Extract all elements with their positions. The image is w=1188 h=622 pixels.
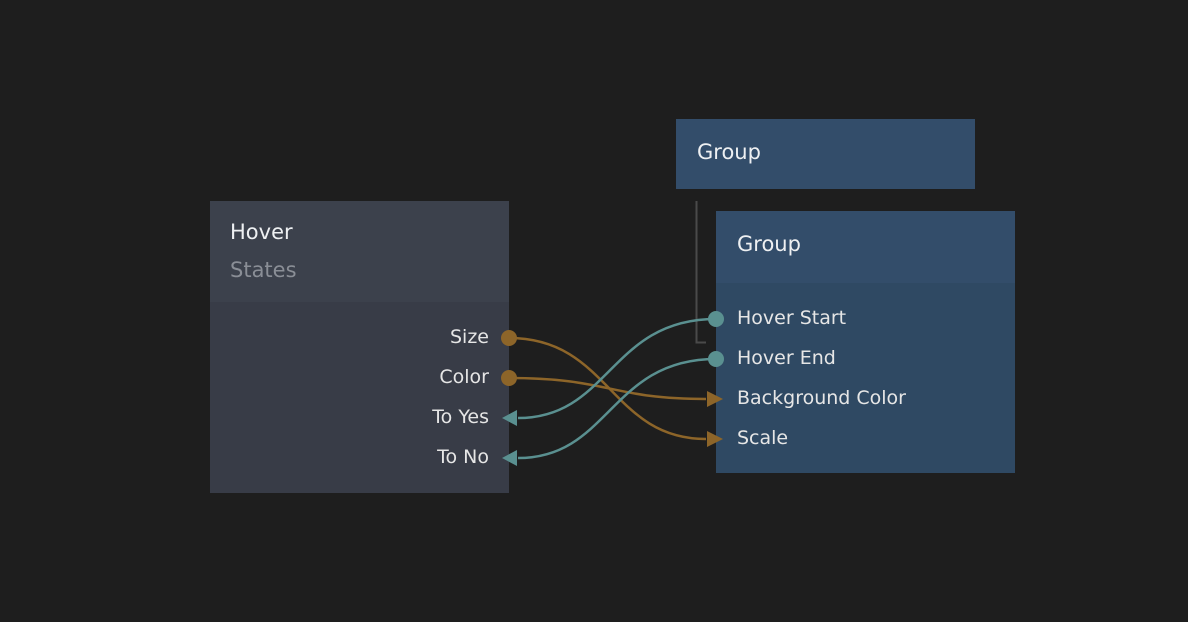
color-port-dot[interactable] [501, 370, 517, 386]
to-yes-arrow-icon[interactable] [502, 410, 517, 426]
port-background-color[interactable]: Background Color [737, 387, 906, 409]
hover-node-title: Hover [230, 220, 293, 244]
hover-end-port-dot[interactable] [708, 351, 724, 367]
hover-node[interactable]: Hover States Size Color To Yes To No [210, 201, 509, 493]
scale-arrow-icon[interactable] [707, 431, 723, 447]
hover-start-port-dot[interactable] [708, 311, 724, 327]
port-hover-start[interactable]: Hover Start [737, 307, 847, 329]
hover-node-subtitle: States [230, 258, 297, 282]
group-parent-title: Group [697, 140, 761, 164]
group-child-header[interactable] [716, 211, 1015, 283]
port-size[interactable]: Size [449, 326, 489, 348]
port-to-no[interactable]: To No [437, 446, 489, 468]
background-color-arrow-icon[interactable] [707, 391, 723, 407]
size-port-dot[interactable] [501, 330, 517, 346]
port-hover-end[interactable]: Hover End [737, 347, 836, 369]
port-to-yes[interactable]: To Yes [432, 406, 489, 428]
hierarchy-bracket [695, 201, 706, 344]
connection-hover-end-to-no[interactable] [517, 357, 717, 460]
group-parent-node[interactable]: Group [676, 119, 975, 189]
port-color[interactable]: Color [439, 366, 489, 388]
group-child-title: Group [737, 232, 801, 256]
to-no-arrow-icon[interactable] [502, 450, 517, 466]
connection-hover-start-to-yes[interactable] [517, 317, 717, 420]
connection-color-to-background-color[interactable] [508, 376, 707, 401]
hover-node-header[interactable] [210, 201, 509, 302]
port-scale[interactable]: Scale [737, 427, 789, 449]
group-child-node[interactable]: Group Hover Start Hover End Background C… [716, 211, 1015, 473]
